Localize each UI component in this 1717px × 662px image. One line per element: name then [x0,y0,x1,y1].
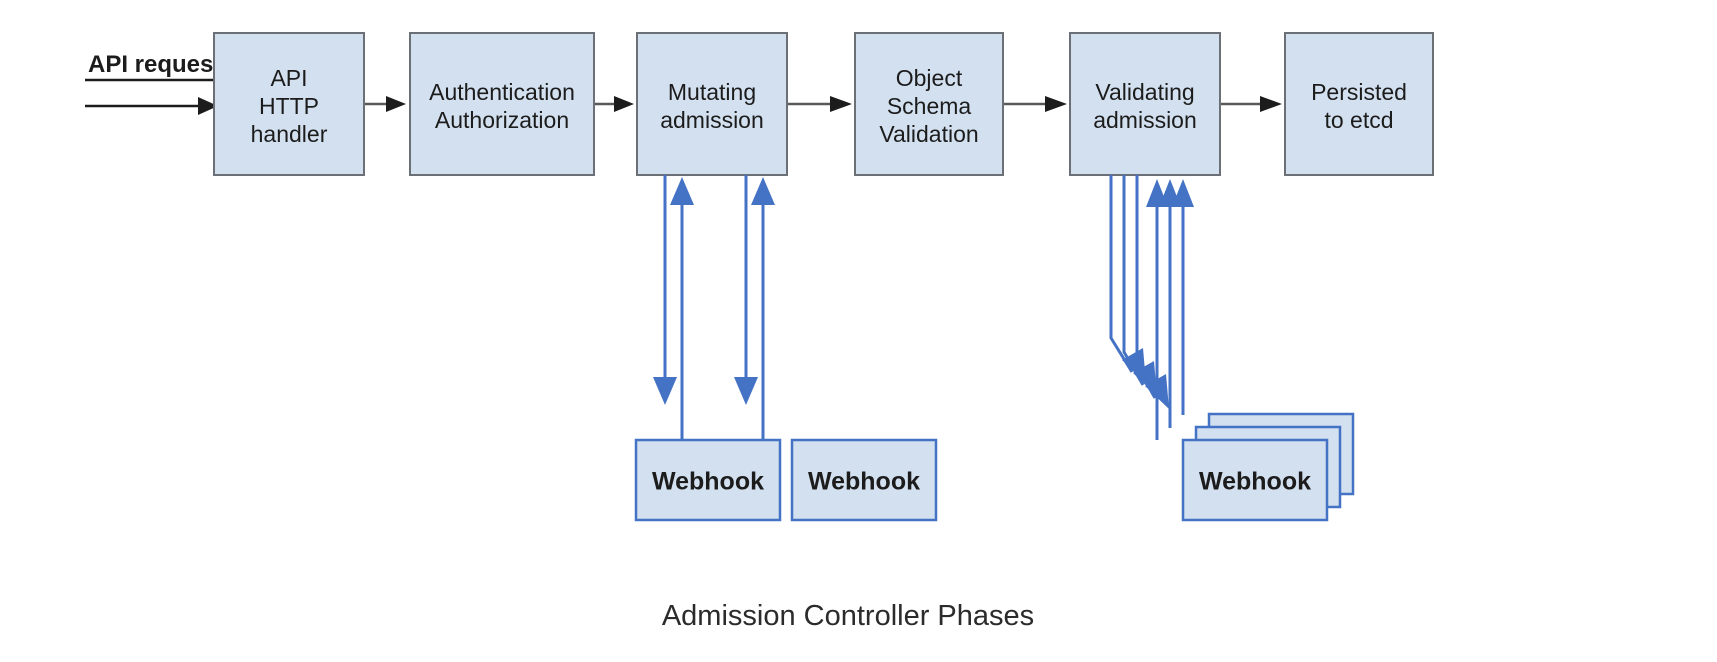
connector-1-arrowhead [386,96,406,112]
phase-box-1-line-1: API [270,65,307,91]
webhook-stack-front-label: Webhook [1199,468,1311,496]
phase-connectors [364,96,1282,112]
mutating-webhook-1-down-arrowhead [653,377,677,405]
webhook-box-mutating-1-label: Webhook [652,468,764,496]
connector-3-arrowhead [830,96,852,112]
connector-5-arrowhead [1260,96,1282,112]
connector-2-arrowhead [614,96,634,112]
mutating-webhook-2-up-arrowhead [751,177,775,205]
phase-box-3-line-2: admission [660,107,764,133]
validating-webhook-connectors [1109,175,1194,440]
webhook-box-mutating-2-rect [790,438,938,522]
phase-box-4-rect [854,32,1004,176]
phase-box-4-line-1: Object [896,65,963,91]
phase-box-2-line-1: Authentication [429,79,575,105]
phase-box-6-line-1: Persisted [1311,79,1407,105]
phase-box-4-line-2: Schema [887,93,972,119]
phase-box-4-line-3: Validation [879,121,978,147]
phase-box-5-line-2: admission [1093,107,1197,133]
phase-box-persisted-to-etcd[interactable]: Persisted to etcd [1284,32,1434,176]
mutating-webhook-2-down-arrowhead [734,377,758,405]
phase-box-validating-admission[interactable]: Validating admission [1069,32,1221,176]
phase-box-object-schema-validation[interactable]: Object Schema Validation [854,32,1004,176]
phase-box-6-line-2: to etcd [1324,107,1393,133]
phase-box-1-line-2: HTTP [259,93,319,119]
webhook-box-mutating-2[interactable]: Webhook [790,438,938,522]
diagram-caption: Admission Controller Phases [662,600,1034,632]
phase-box-3-rect [636,32,788,176]
phase-box-1-rect [213,32,365,176]
phase-box-mutating-admission[interactable]: Mutating admission [636,32,788,176]
phase-box-api-http-handler[interactable]: API HTTP handler [213,32,365,176]
mutating-webhook-1-up-arrowhead [670,177,694,205]
phase-box-1-line-3: handler [251,121,328,147]
phase-box-6-rect [1284,32,1434,176]
phase-box-2-line-2: Authorization [435,107,569,133]
connector-4-arrowhead [1045,96,1067,112]
validating-down-line-1 [1109,175,1134,373]
phase-box-2-rect [409,32,595,176]
phase-box-5-rect [1069,32,1221,176]
api-request-entry: API request [85,51,233,115]
api-request-label: API request [88,51,221,78]
webhook-box-validating-stack[interactable]: Webhook [1181,412,1355,522]
phase-box-authentication-authorization[interactable]: Authentication Authorization [409,32,595,176]
phase-box-5-line-1: Validating [1095,79,1194,105]
webhook-box-mutating-1-rect [634,438,782,522]
validating-up-arrowhead-3 [1172,179,1194,207]
webhook-stack-front-rect [1181,438,1329,522]
phase-box-3-line-1: Mutating [668,79,756,105]
mutating-webhook-1-connector [653,175,694,440]
api-request-arrowhead [198,97,218,115]
webhook-box-mutating-1[interactable]: Webhook [634,438,782,522]
webhook-box-mutating-2-label: Webhook [808,468,920,496]
mutating-webhook-2-connector [734,175,775,440]
